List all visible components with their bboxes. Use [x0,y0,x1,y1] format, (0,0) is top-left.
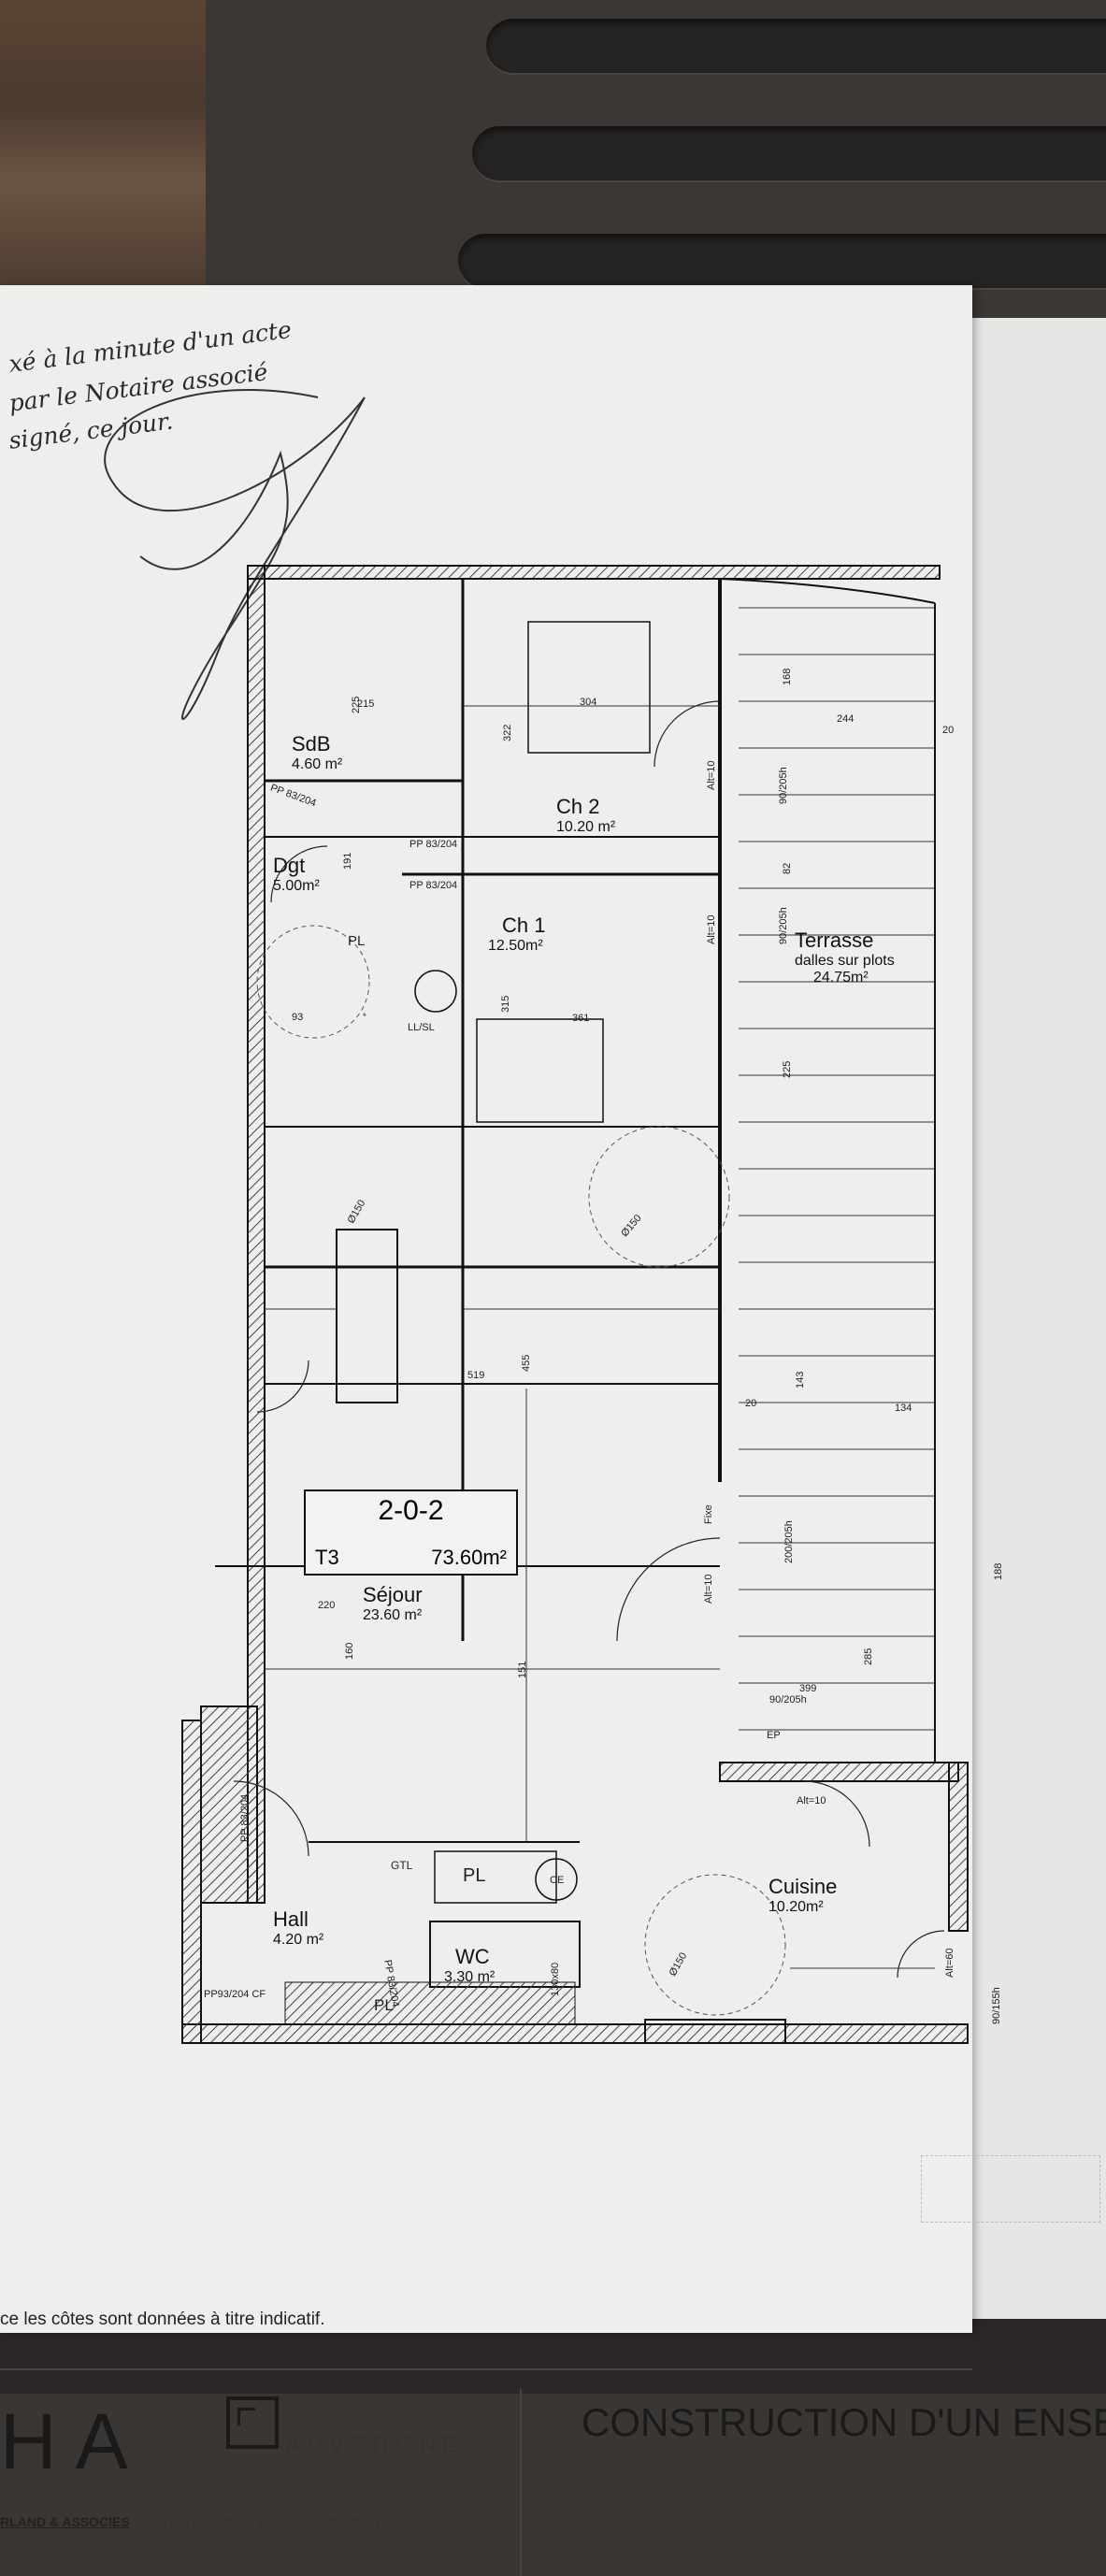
room-ch1: Ch 1 12.50m² [488,914,546,954]
wooden-table [0,0,234,299]
room-hall: Hall 4.20 m² [273,1907,324,1948]
footer-separator [520,2389,522,2576]
door-label: PP 83/204 [409,880,458,891]
dimension: 143 [795,1371,806,1389]
window-label: 90/155h [991,1987,1002,2024]
room-wc: WC 3.30 m² [444,1945,496,1985]
dimension: 399 [799,1683,817,1694]
footer-divider [0,2368,972,2370]
firm-name: RLAND & ASSOCIES [0,2514,130,2529]
dimension: 361 [572,1013,590,1024]
pl-closet-dgt: PL [348,933,366,949]
mat-groove [472,126,1106,180]
disclaimer-text: ce les côtes sont données à titre indica… [0,2310,325,2329]
dimension: 20 [745,1398,757,1409]
dimension: 20 [942,725,955,736]
gtl-label: GTL [391,1859,413,1872]
window-label: 90/205h [778,767,789,804]
room-ch2: Ch 2 10.20 m² [556,795,616,835]
dimension: 220 [318,1600,336,1611]
dimension: 315 [500,995,511,1013]
firm-address: 8 rue Massillon - 63000 CLERMONT-FERRAND [159,2514,439,2529]
dimension: 519 [467,1370,485,1381]
dimension: 215 [357,698,375,710]
dimension: 93 [292,1012,304,1023]
pl-cupboard [434,1850,557,1904]
unit-id: 2-0-2 [378,1495,444,1526]
dimension: 134 [895,1403,912,1414]
room-terrasse: Terrasse dalles sur plots 24.75m² [795,928,895,986]
dimension: 322 [502,724,513,741]
wc-size-label: 130x80 [550,1962,561,1996]
door-label: Alt=10 [706,914,717,945]
floor-plan-sheet: xé à la minute d'un acte par le Notaire … [0,285,1106,2576]
dimension: 455 [521,1354,532,1372]
pl-closet-wc: PL [463,1865,486,1886]
door-label: Alt=10 [797,1795,826,1806]
logo-subtitle: AUVERGNE [285,2432,464,2457]
signature [104,389,366,720]
project-title: CONSTRUCTION D'UN ENSE [582,2400,1106,2444]
door-label: Alt=10 [706,760,717,791]
room-sdb: SdB 4.60 m² [292,732,343,772]
floor-plan-drawing [104,389,969,2044]
dimension: 82 [782,862,793,874]
mat-groove [486,19,1106,73]
ep-label: EP [767,1730,781,1741]
unit-type: T3 [315,1546,339,1569]
architect-logo: HA [0,2397,147,2485]
south-wall [181,2023,969,2044]
door-label: PP 83/204 [409,839,458,850]
kitchen-counter [644,2019,786,2044]
bed-ch1 [476,1018,604,1123]
dimension: 168 [782,668,793,685]
room-sejour: Séjour 23.60 m² [363,1583,423,1623]
dimension: 225 [782,1060,793,1078]
rubber-mat [206,0,1106,337]
fixe-label: Fixe [703,1504,714,1524]
bed-ch2 [527,621,651,754]
dgt-closet [336,1229,398,1403]
window-label: 90/205h [778,907,789,944]
hall-closet [284,1981,576,2025]
dimension: 244 [837,713,855,725]
west-wall [247,565,266,1904]
kitchen-wall [719,1762,959,1782]
dimension: 191 [342,852,353,870]
faint-stamp [921,2155,1100,2223]
mat-groove [458,234,1106,288]
dimension: 188 [993,1562,1004,1580]
dimension: 151 [517,1661,528,1678]
pl-closet-hall: PL [374,1996,394,2014]
door-label: PP93/204 CF [204,1989,266,2000]
room-dgt: Dgt 5.00m² [273,854,320,894]
north-wall [247,565,941,580]
ll-sl-label: LL/SL [408,1022,435,1033]
dimension: 304 [580,697,597,708]
unit-area: 73.60m² [431,1546,507,1569]
window-label: 200/205h [783,1520,795,1563]
unit-label-box: 2-0-2 T3 73.60m² [304,1489,518,1576]
door-label: Alt=10 [703,1574,714,1605]
dimension: 285 [863,1648,874,1665]
hall-outer-wall [181,1720,202,2044]
logo-mark-icon [226,2396,279,2449]
door-label: Alt=60 [944,1948,955,1979]
firm-phones: Tél : 04-73-90-77-20 - Fax: 04-73-91-81-… [159,2537,409,2552]
window-label: 90/205h [769,1694,807,1705]
ce-label: CE [550,1875,565,1886]
door-label: PP 83/204 [239,1793,251,1842]
room-cuisine: Cuisine 10.20m² [768,1875,838,1915]
shower-drain [414,970,457,1013]
dimension: 160 [344,1642,355,1660]
